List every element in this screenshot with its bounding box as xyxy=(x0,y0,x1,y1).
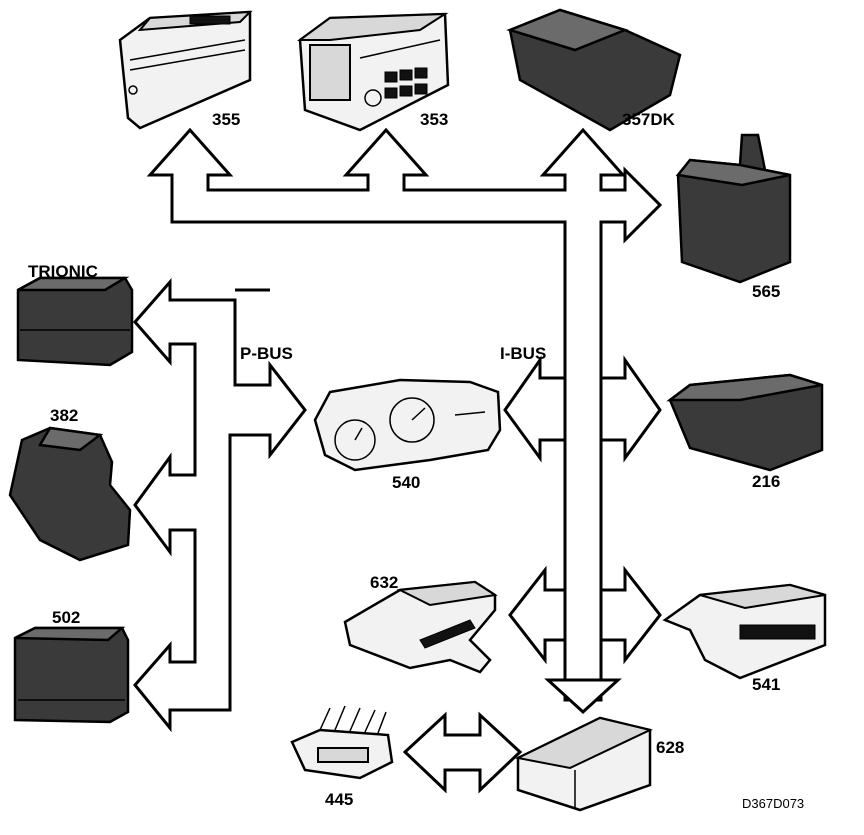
label-382: 382 xyxy=(50,406,79,425)
label-565: 565 xyxy=(752,282,781,301)
label-353: 353 xyxy=(420,110,449,129)
module-355-cd-unit xyxy=(118,10,253,130)
label-355: 355 xyxy=(212,110,241,129)
module-541-display xyxy=(662,583,827,680)
i-bus-branches xyxy=(503,355,662,715)
module-trionic-ecu xyxy=(16,276,134,367)
label-540: 540 xyxy=(392,473,421,492)
module-382-unit xyxy=(8,426,132,562)
label-216: 216 xyxy=(752,472,781,491)
module-357dk-unit xyxy=(506,8,682,132)
label-357dk: 357DK xyxy=(622,110,675,129)
label-trionic: TRIONIC xyxy=(28,262,98,281)
label-445: 445 xyxy=(325,790,354,809)
diagnostic-double-arrow xyxy=(402,711,523,794)
module-502-unit xyxy=(13,626,130,724)
figure-code: D367D073 xyxy=(742,796,805,811)
module-540-instrument-cluster xyxy=(313,378,502,472)
module-353-radio xyxy=(296,12,450,132)
p-bus-label: P-BUS xyxy=(240,344,293,363)
label-632: 632 xyxy=(370,573,399,592)
label-541: 541 xyxy=(752,675,781,694)
module-628-unit xyxy=(514,716,653,812)
i-bus-top-network xyxy=(146,127,663,702)
module-632-unit xyxy=(343,580,498,674)
i-bus-label: I-BUS xyxy=(500,344,547,363)
p-bus-network xyxy=(133,278,307,733)
module-565-unit xyxy=(675,133,792,284)
label-628: 628 xyxy=(656,738,685,757)
module-216-unit xyxy=(666,373,824,472)
label-502: 502 xyxy=(52,608,81,627)
module-445-connector xyxy=(290,705,394,780)
